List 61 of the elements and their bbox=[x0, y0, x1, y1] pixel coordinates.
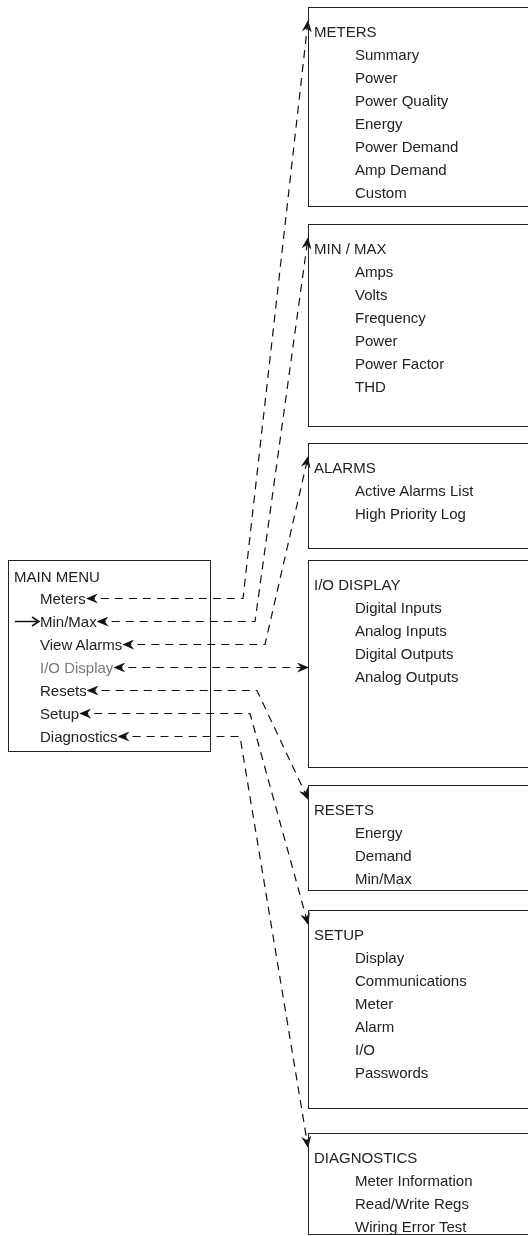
submenu-box bbox=[308, 560, 528, 768]
menu-item: Meter bbox=[355, 994, 394, 1014]
dashed-arrow bbox=[86, 685, 309, 800]
menu-item: Active Alarms List bbox=[355, 481, 474, 501]
menu-item: Power Demand bbox=[355, 137, 459, 157]
menu-item: Power bbox=[355, 68, 398, 88]
menu-item: Custom bbox=[355, 183, 407, 203]
menu-item: High Priority Log bbox=[355, 504, 466, 524]
dashed-arrow bbox=[117, 731, 312, 1148]
menu-item: Read/Write Regs bbox=[355, 1194, 469, 1214]
menu-item: Amps bbox=[355, 262, 394, 282]
menu-heading: DIAGNOSTICS bbox=[314, 1148, 418, 1168]
menu-heading: SETUP bbox=[314, 925, 364, 945]
menu-item: Analog Outputs bbox=[355, 667, 459, 687]
menu-item: Amp Demand bbox=[355, 160, 447, 180]
submenu-box bbox=[308, 7, 528, 207]
menu-item: Analog Inputs bbox=[355, 621, 447, 641]
dashed-arrow bbox=[96, 237, 312, 627]
menu-item: Display bbox=[355, 948, 405, 968]
menu-item: Digital Inputs bbox=[355, 598, 442, 618]
menu-item: I/O bbox=[355, 1040, 375, 1060]
menu-box bbox=[8, 560, 211, 752]
menu-item: Frequency bbox=[355, 308, 426, 328]
menu-item: Volts bbox=[355, 285, 388, 305]
submenu-box bbox=[308, 785, 528, 891]
menu-item: Power Quality bbox=[355, 91, 449, 111]
dashed-arrow bbox=[85, 20, 312, 604]
menu-heading: METERS bbox=[314, 22, 377, 42]
menu-item: Summary bbox=[355, 45, 420, 65]
menu-item: Alarm bbox=[355, 1017, 395, 1037]
menu-item: View Alarms bbox=[40, 635, 123, 654]
menu-item: THD bbox=[355, 377, 386, 397]
menu-item: Communications bbox=[355, 971, 467, 991]
menu-heading: MIN / MAX bbox=[314, 239, 387, 259]
menu-item: Wiring Error Test bbox=[355, 1217, 467, 1236]
menu-item: Power bbox=[355, 331, 398, 351]
submenu-box bbox=[308, 1133, 528, 1235]
dashed-arrow bbox=[122, 456, 311, 650]
menu-heading: RESETS bbox=[314, 800, 374, 820]
menu-item: I/O Display bbox=[40, 658, 114, 677]
menu-heading: MAIN MENU bbox=[14, 567, 100, 587]
menu-item: Digital Outputs bbox=[355, 644, 454, 664]
menu-item: Power Factor bbox=[355, 354, 445, 374]
menu-item: Min/Max bbox=[12, 612, 97, 631]
menu-item: Energy bbox=[355, 823, 403, 843]
dashed-arrow bbox=[113, 662, 309, 673]
menu-item: Energy bbox=[355, 114, 403, 134]
menu-heading: ALARMS bbox=[314, 458, 376, 478]
menu-item: Meter Information bbox=[355, 1171, 473, 1191]
dashed-arrow bbox=[79, 708, 310, 925]
submenu-box bbox=[308, 224, 528, 427]
menu-item: Meters bbox=[40, 589, 86, 608]
submenu-box bbox=[308, 443, 528, 549]
menu-item: Resets bbox=[40, 681, 87, 700]
menu-heading: I/O DISPLAY bbox=[314, 575, 401, 595]
menu-item: Setup bbox=[40, 704, 80, 723]
submenu-box bbox=[308, 910, 528, 1109]
menu-item: Demand bbox=[355, 846, 412, 866]
menu-item: Diagnostics bbox=[40, 727, 118, 746]
menu-item: Passwords bbox=[355, 1063, 429, 1083]
menu-item: Min/Max bbox=[355, 869, 412, 889]
